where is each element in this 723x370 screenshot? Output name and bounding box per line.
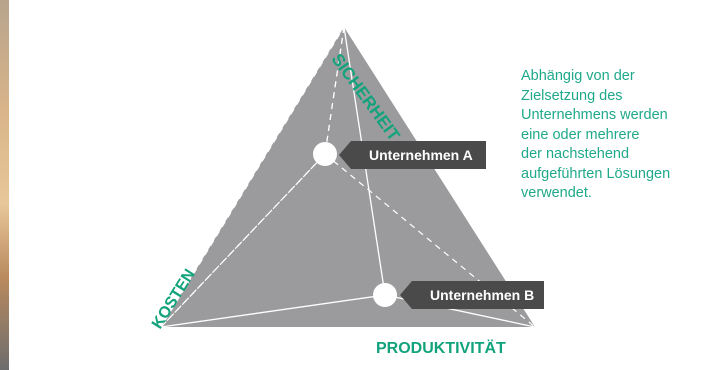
triangle-shape	[161, 27, 535, 327]
background-photo-strip	[0, 0, 9, 370]
company-b-marker	[373, 283, 397, 307]
company-b-label: Unternehmen B	[430, 287, 535, 303]
note-line: verwendet.	[521, 185, 592, 201]
note-line: aufgeführten Lösungen	[521, 165, 671, 182]
note-line: eine oder mehrere	[521, 126, 640, 143]
company-a-line-left	[160, 153, 326, 328]
axis-label-produktivitaet: PRODUKTIVITÄT	[376, 340, 506, 357]
note-line: Unternehmens werden	[521, 107, 668, 123]
company-a-marker	[313, 142, 337, 166]
company-b-callout: Unternehmen B	[400, 281, 544, 309]
note-line: der nachstehend	[521, 146, 630, 162]
note-line: Abhängig von der	[521, 68, 635, 84]
company-a-line-right	[324, 153, 536, 328]
note-line: Zielsetzung des	[521, 87, 623, 104]
company-a-line-top	[160, 26, 345, 328]
company-a-label: Unternehmen A	[369, 147, 473, 163]
explanation-note: Abhängig von der Zielsetzung des Unterne…	[521, 67, 701, 204]
company-a-callout: Unternehmen A	[339, 141, 486, 169]
company-b-line-left	[160, 294, 386, 328]
